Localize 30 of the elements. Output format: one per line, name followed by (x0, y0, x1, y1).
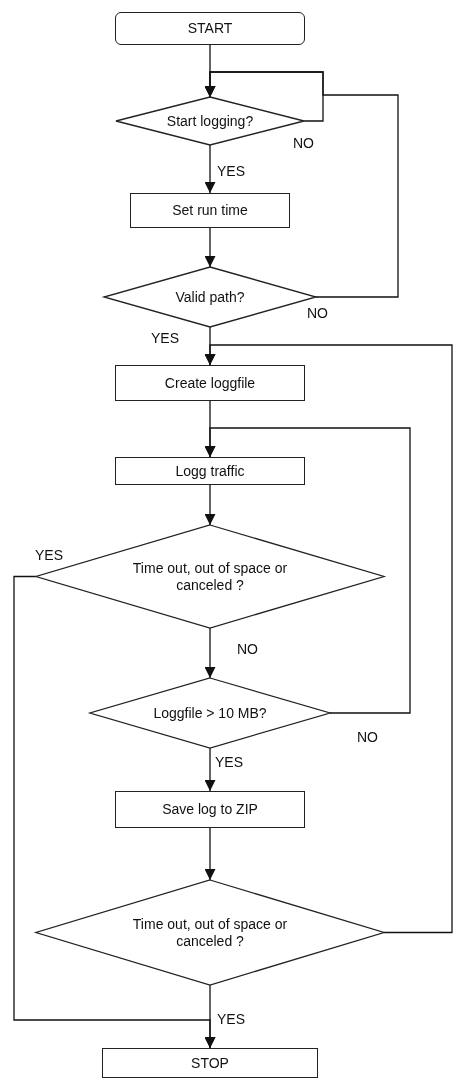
process-box (102, 1048, 318, 1078)
node-label: Save log to ZIP (162, 801, 258, 818)
decision-diamond (36, 880, 384, 985)
arrow (204, 427, 411, 714)
arrow (204, 747, 216, 792)
arrow (204, 984, 216, 1049)
arrow (204, 484, 216, 526)
process-box (115, 791, 305, 828)
arrow (204, 344, 453, 934)
node-label: Time out, out of space or canceled ? (131, 559, 289, 594)
node-label: START (187, 20, 233, 37)
node-label: Set run time (172, 202, 248, 219)
node-label: Logg traffic (175, 462, 245, 480)
process-box (115, 457, 305, 485)
decision-diamond (36, 525, 384, 628)
node-label: Valid path? (175, 288, 245, 306)
node-label: Create loggfile (164, 374, 256, 392)
arrow (204, 827, 216, 881)
arrow (204, 144, 216, 194)
arrow (204, 227, 216, 268)
node-label: Start logging? (166, 112, 254, 130)
node-label: Loggfile > 10 MB? (153, 704, 267, 722)
node-label: STOP (191, 1054, 229, 1072)
process-box (130, 193, 290, 228)
arrow (204, 627, 216, 679)
node-label: Time out, out of space or canceled ? (131, 915, 289, 950)
process-box (115, 365, 305, 401)
terminal-box (115, 12, 305, 45)
arrow (204, 71, 399, 298)
decision-diamond (90, 678, 330, 748)
